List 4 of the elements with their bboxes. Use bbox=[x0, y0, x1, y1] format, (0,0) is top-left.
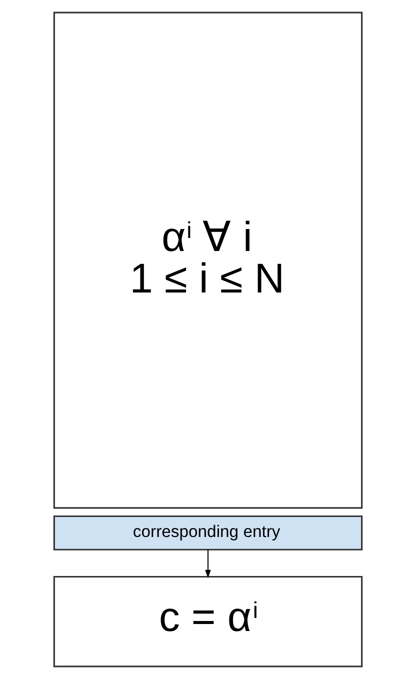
node-box: c = α$^{i}$ bbox=[52, 576, 362, 668]
node-box: α$^{i}$ ∀ i 1 ≤ i ≤ N bbox=[52, 12, 362, 509]
node-box: corresponding entry bbox=[52, 515, 362, 550]
arrow bbox=[204, 550, 210, 578]
